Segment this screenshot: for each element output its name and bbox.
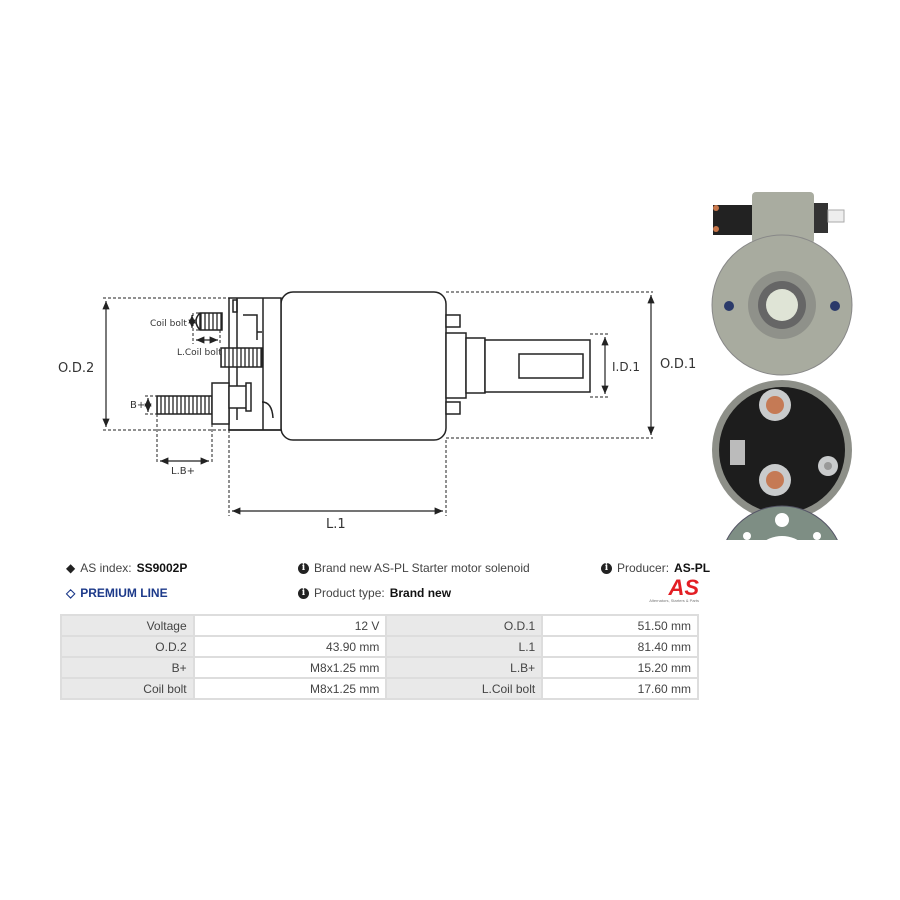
l-b-plus-label: L.B+ bbox=[171, 466, 195, 477]
solenoid-body bbox=[280, 291, 447, 441]
description: i Brand new AS-PL Starter motor solenoid bbox=[298, 561, 530, 575]
spec-label: O.D.2 bbox=[60, 635, 195, 658]
spec-value: 17.60 mm bbox=[541, 677, 699, 700]
od1-label: O.D.1 bbox=[660, 357, 696, 372]
spec-value: M8x1.25 mm bbox=[192, 656, 388, 679]
spec-value: 51.50 mm bbox=[541, 614, 699, 637]
product-type: i Product type:Brand new bbox=[298, 586, 451, 600]
tag-icon: ◆ bbox=[66, 561, 76, 575]
producer: i Producer:AS-PL bbox=[601, 561, 710, 575]
spec-value: 43.90 mm bbox=[192, 635, 388, 658]
l1-label: L.1 bbox=[326, 517, 346, 532]
coil-bolt bbox=[199, 312, 223, 331]
spec-label: Coil bolt bbox=[60, 677, 195, 700]
info-icon: i bbox=[601, 562, 612, 574]
photo-terminal-view bbox=[712, 380, 852, 520]
info-icon: i bbox=[298, 587, 309, 599]
technical-drawing: O.D.2 O.D.1 I.D.1 L.1 Coil bolt L.Coil b… bbox=[58, 192, 853, 540]
spec-value: 12 V bbox=[192, 614, 388, 637]
id1-label: I.D.1 bbox=[612, 360, 640, 374]
od2-label: O.D.2 bbox=[58, 361, 94, 376]
spec-label: O.D.1 bbox=[385, 614, 544, 637]
spec-label: L.B+ bbox=[385, 656, 544, 679]
premium-line-link[interactable]: ◇ PREMIUM LINE bbox=[66, 586, 168, 600]
spec-label: L.Coil bolt bbox=[385, 677, 544, 700]
photo-front-face bbox=[711, 234, 853, 376]
as-index: ◆ AS index:SS9002P bbox=[66, 561, 188, 575]
spec-label: Voltage bbox=[60, 614, 195, 637]
as-pl-logo: AS Alternators, Starters & Parts bbox=[649, 575, 699, 604]
photo-gasket bbox=[726, 505, 838, 540]
coil-bolt-label: Coil bolt bbox=[150, 319, 187, 329]
spec-value: M8x1.25 mm bbox=[192, 677, 388, 700]
plunger bbox=[445, 332, 467, 399]
info-icon: i bbox=[298, 562, 309, 574]
l-coil-bolt-label: L.Coil bolt bbox=[177, 348, 222, 358]
diamond-icon: ◇ bbox=[66, 586, 76, 600]
spec-label: B+ bbox=[60, 656, 195, 679]
spec-label: L.1 bbox=[385, 635, 544, 658]
spec-value: 81.40 mm bbox=[541, 635, 699, 658]
spec-value: 15.20 mm bbox=[541, 656, 699, 679]
b-plus-label: B+ bbox=[130, 400, 145, 411]
b-plus-bolt bbox=[156, 395, 213, 415]
photo-side-view bbox=[713, 192, 845, 244]
coil-terminal bbox=[220, 347, 263, 368]
